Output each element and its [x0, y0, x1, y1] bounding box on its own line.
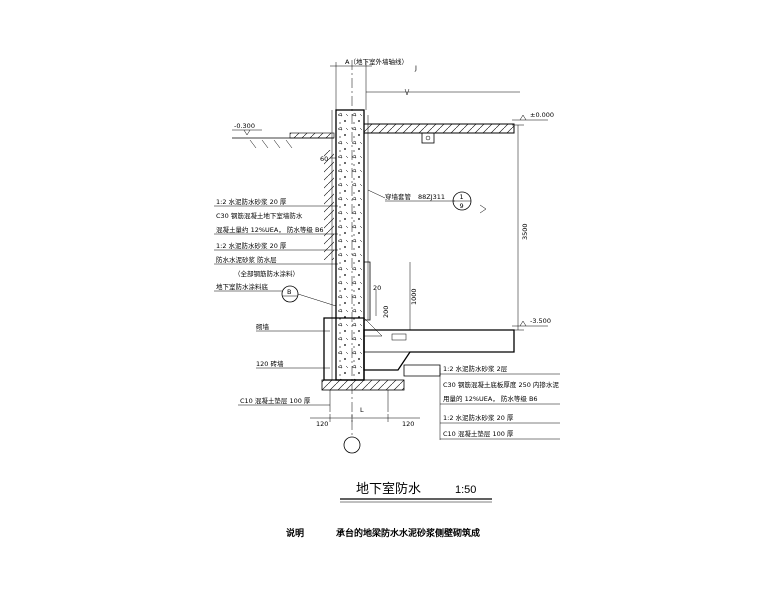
- label-sleeve: 穿墙套管: [385, 192, 412, 201]
- left-note-1: 1:2 水泥防水砂浆 20 厚: [216, 197, 287, 206]
- left-note-7: 地下室防水涂料底: [216, 282, 269, 291]
- left-note-4: 1:2 水泥防水砂浆 20 厚: [216, 241, 287, 250]
- svg-text:120: 120: [402, 420, 414, 428]
- svg-text:9: 9: [460, 202, 464, 210]
- dim-60: 60: [320, 155, 336, 163]
- basement-floor-slab: [363, 329, 515, 371]
- axis-bubble-bottom: [343, 436, 361, 454]
- wall-footing: [321, 317, 441, 412]
- svg-text:B: B: [287, 288, 291, 296]
- left-note-6: （全部钢筋防水涂料）: [234, 269, 299, 278]
- right-note-4: 1:2 水泥防水砂浆 20 厚: [443, 413, 514, 422]
- axis-mark-j: J: [414, 64, 417, 72]
- svg-text:120: 120: [316, 420, 328, 428]
- axis-label-a: A（地下室外墙轴线）: [345, 57, 408, 66]
- drawing-title-block: 地下室防水 1:50: [340, 481, 492, 503]
- callout-b: B: [281, 285, 337, 307]
- label-sleeve-ref: 88ZJ311: [418, 193, 445, 201]
- right-note-5: C10 混凝土垫层 100 厚: [443, 429, 514, 438]
- break-symbol-mid: [479, 204, 487, 214]
- right-note-1: 1:2 水泥防水砂浆 2层: [443, 364, 508, 373]
- left-note-8: 砌墙: [256, 322, 270, 331]
- level-indoor-floor: ±0.000: [512, 111, 554, 121]
- note-text: 承台的地梁防水水泥砂浆侧壁砌筑成: [336, 527, 480, 539]
- right-notes: 1:2 水泥防水砂浆 2层 C30 钢筋混凝土底板厚度 250 内掺水泥 用量的…: [439, 364, 560, 440]
- dim-height-right: 3500: [512, 124, 529, 331]
- svg-text:1000: 1000: [410, 288, 418, 305]
- left-note-2: C30 钢筋混凝土地下室墙防水: [216, 211, 303, 220]
- drawing-scale: 1:50: [455, 484, 476, 496]
- note-label: 说明: [286, 527, 304, 539]
- drawing-title: 地下室防水: [356, 481, 421, 497]
- left-note-10: C10 混凝土垫层 100 厚: [240, 396, 311, 405]
- svg-text:±0.000: ±0.000: [530, 111, 554, 119]
- svg-text:60: 60: [320, 155, 328, 163]
- break-symbol: [404, 88, 410, 96]
- level-outside-ground: -0.300: [232, 122, 262, 136]
- svg-text:-3.500: -3.500: [530, 317, 551, 325]
- svg-text:3500: 3500: [521, 223, 529, 240]
- left-note-5: 防水水泥砂浆 防水层: [216, 255, 277, 264]
- svg-text:-0.300: -0.300: [234, 122, 255, 130]
- level-basement-floor: -3.500: [512, 317, 551, 327]
- sleeve-leader: [367, 189, 386, 199]
- right-note-2: C30 钢筋混凝土底板厚度 250 内掺水泥: [443, 380, 559, 389]
- wall-base-step: 20 200 1000: [364, 261, 418, 330]
- basement-wall: [331, 109, 369, 381]
- left-note-9: 120 砖墙: [256, 359, 284, 368]
- bottom-dimensions: 120 120 L: [310, 406, 420, 428]
- backfill-earth: [324, 150, 334, 260]
- svg-text:200: 200: [382, 306, 390, 318]
- svg-text:L: L: [360, 406, 364, 414]
- svg-text:20: 20: [373, 284, 381, 292]
- ground-floor-slab: [363, 123, 515, 144]
- left-note-3: 混凝土量约 12%UEA， 防水等级 B6: [216, 225, 324, 234]
- right-note-3: 用量的 12%UEA， 防水等级 B6: [443, 394, 538, 403]
- left-notes: 1:2 水泥防水砂浆 20 厚 C30 钢筋混凝土地下室墙防水 混凝土量约 12…: [214, 197, 338, 406]
- outside-ground: [232, 132, 335, 149]
- callout-detail-1-9: 1 9: [452, 191, 472, 211]
- svg-text:1: 1: [460, 193, 464, 201]
